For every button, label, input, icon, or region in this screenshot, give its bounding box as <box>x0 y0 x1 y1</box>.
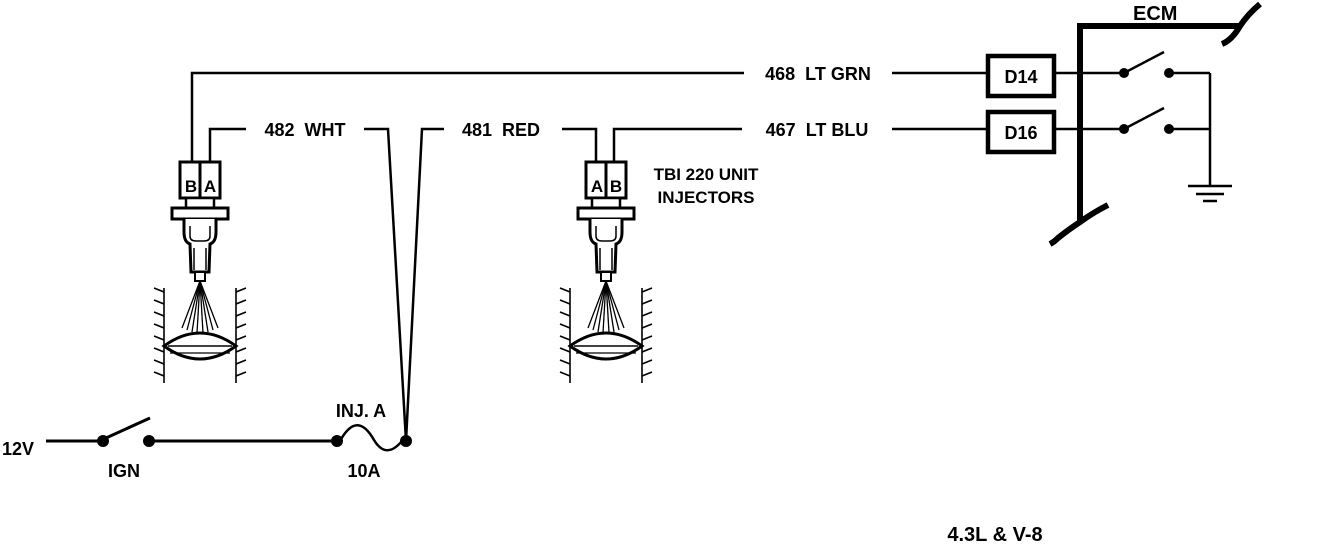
ecm-label: ECM <box>1133 3 1177 25</box>
injector-left: B A <box>152 160 248 385</box>
injector-left-connector: B A <box>178 160 222 210</box>
injector-left-pin-a: A <box>204 177 216 196</box>
injectors-label-line1: TBI 220 UNIT <box>654 165 759 184</box>
ecm-module: ECM <box>1048 1 1262 247</box>
injector-right-body <box>558 206 654 385</box>
ecm-switch-contacts <box>1119 68 1174 134</box>
wire-467-label: 467 LT BLU <box>766 120 869 140</box>
wire-482 <box>208 127 408 442</box>
engine-label: 4.3L & V-8 <box>947 524 1042 544</box>
ignition-label: IGN <box>108 461 140 481</box>
wire-468-label: 468 LT GRN <box>765 64 871 84</box>
injector-right-pin-a: A <box>591 177 603 196</box>
ignition-switch <box>46 416 155 447</box>
ecm-driver-switches <box>1054 50 1212 186</box>
pin-d14: D14 <box>985 53 1057 99</box>
wire-468 <box>190 71 988 162</box>
wire-467 <box>612 127 988 162</box>
pin-d14-box <box>985 53 1057 99</box>
wire-481 <box>404 127 598 442</box>
pin-d14-label: D14 <box>1004 67 1037 87</box>
injector-right-connector: A B <box>584 160 628 210</box>
fuse-rating-label: 10A <box>347 461 380 481</box>
injector-right-pin-b: B <box>610 177 622 196</box>
pin-d16-box <box>985 109 1057 155</box>
injectors-label-line2: INJECTORS <box>658 188 755 207</box>
wire-482-label: 482 WHT <box>264 120 345 140</box>
injector-left-body <box>152 206 248 385</box>
pin-d16-label: D16 <box>1004 123 1037 143</box>
fuse-inj-a <box>331 424 412 452</box>
ecm-boundary <box>1048 1 1262 247</box>
fuse-name-label: INJ. A <box>336 401 386 421</box>
ground-symbol <box>1188 184 1232 203</box>
power-source-label: 12V <box>2 439 34 459</box>
injector-left-pin-b: B <box>185 177 197 196</box>
injector-right: A B <box>558 160 654 385</box>
pin-d16: D16 <box>985 109 1057 155</box>
wire-481-label: 481 RED <box>462 120 540 140</box>
